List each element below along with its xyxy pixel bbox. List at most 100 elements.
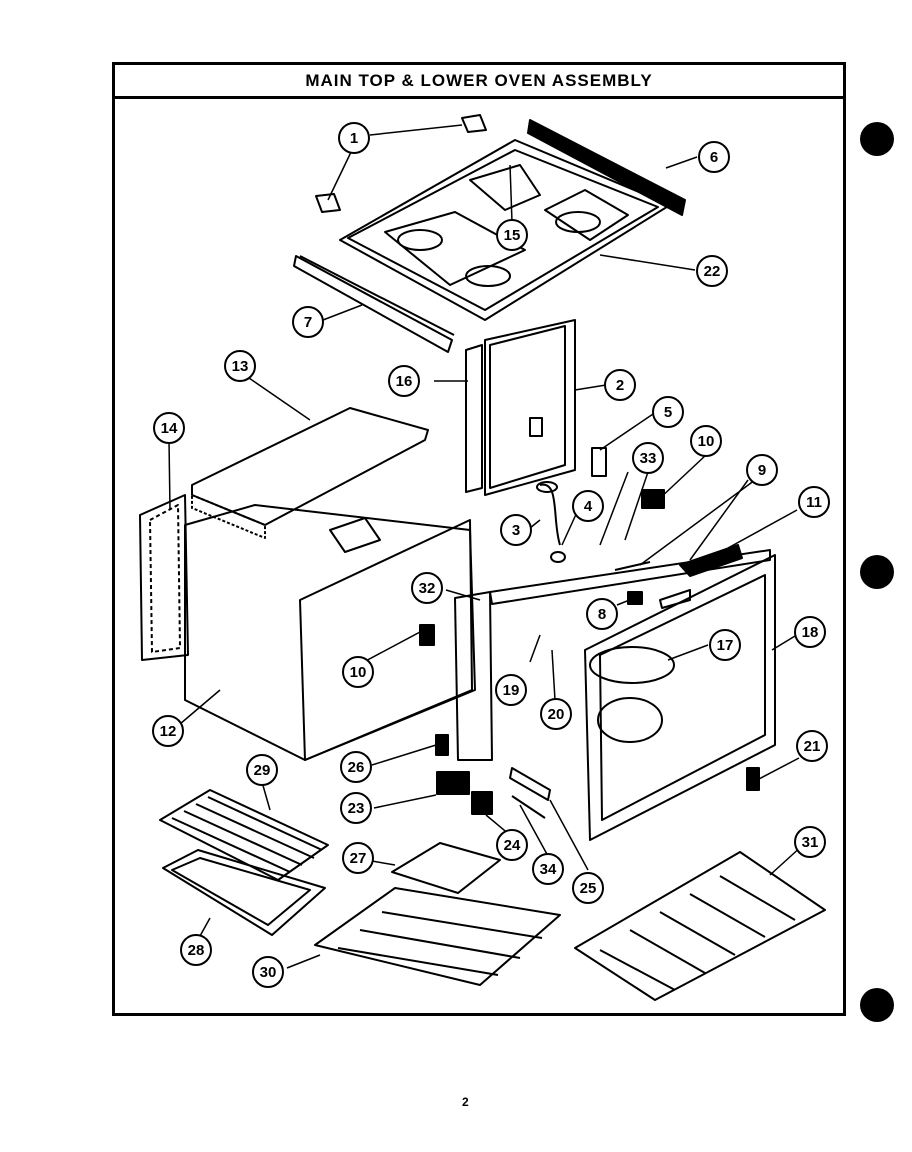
callout-19: 19 [495,674,527,706]
callout-label: 25 [580,880,597,897]
callout-circle [224,350,256,382]
callout-9: 9 [746,454,778,486]
callout-label: 9 [758,462,766,479]
callout-label: 22 [704,263,721,280]
callout-24: 24 [496,829,528,861]
callout-circle [496,219,528,251]
broil-pan-part [162,849,326,936]
callout-circle [388,365,420,397]
callout-circle [798,486,830,518]
oven-bottom-part [391,842,501,894]
side-wall-part [454,549,771,761]
punch-hole-bottom [860,988,894,1022]
callout-28: 28 [180,934,212,966]
callout-14: 14 [153,412,185,444]
callout-2: 2 [604,369,636,401]
callout-8: 8 [586,598,618,630]
callout-circle [540,698,572,730]
callout-label: 2 [616,377,624,394]
callout-20: 20 [540,698,572,730]
callout-label: 20 [548,706,565,723]
callout-4: 4 [572,490,604,522]
callout-label: 5 [664,404,672,421]
callout-label: 11 [806,494,822,511]
callout-1: 1 [338,122,370,154]
callout-26: 26 [340,751,372,783]
callout-10: 10 [690,425,722,457]
callout-15: 15 [496,219,528,251]
callout-label: 12 [160,723,177,740]
callout-17: 17 [709,629,741,661]
callout-label: 18 [802,624,819,641]
callout-circle [572,490,604,522]
oven-rack-part-2 [574,851,826,1001]
callout-6: 6 [698,141,730,173]
callout-circle [709,629,741,661]
callout-label: 26 [348,759,365,776]
callout-circle [794,616,826,648]
title-bar: MAIN TOP & LOWER OVEN ASSEMBLY [115,65,843,99]
callout-label: 10 [698,433,715,450]
callout-5: 5 [652,396,684,428]
rear-insulation-part [139,494,189,661]
oven-rack-part [314,887,561,986]
callout-label: 7 [304,314,312,331]
callout-circle [292,306,324,338]
callout-label: 10 [350,664,367,681]
callout-circle [411,572,443,604]
callout-3: 3 [500,514,532,546]
callout-label: 16 [396,373,413,390]
callout-18: 18 [794,616,826,648]
callout-32: 32 [411,572,443,604]
callout-label: 15 [504,227,521,244]
callout-circle [746,454,778,486]
callout-label: 28 [188,942,205,959]
callout-layer: 1234567891010111213141516171819202122232… [152,122,830,988]
callout-circle [690,425,722,457]
leader-lines [168,124,804,969]
callout-circle [794,826,826,858]
callout-13: 13 [224,350,256,382]
callout-circle [604,369,636,401]
callout-label: 31 [802,834,819,851]
callout-circle [586,598,618,630]
callout-circle [152,715,184,747]
callout-label: 34 [540,861,557,878]
callout-circle [532,853,564,885]
callout-label: 27 [350,850,367,867]
callout-16: 16 [388,365,420,397]
callout-label: 23 [348,800,365,817]
top-insulation-part [191,407,429,539]
callout-circle [496,829,528,861]
callout-7: 7 [292,306,324,338]
callout-label: 1 [350,130,358,147]
page-number: 2 [462,1095,469,1109]
callout-circle [500,514,532,546]
callout-label: 32 [419,580,436,597]
callout-circle [246,754,278,786]
punch-hole-middle [860,555,894,589]
callout-label: 8 [598,606,606,623]
callout-label: 30 [260,964,277,981]
callout-34: 34 [532,853,564,885]
front-frame-part [584,554,776,841]
callout-circle [652,396,684,428]
callout-circle [796,730,828,762]
callout-33: 33 [632,442,664,474]
bracket-set-part [419,489,760,815]
callout-10: 10 [342,656,374,688]
callout-label: 19 [503,682,520,699]
callout-label: 21 [804,738,821,755]
callout-12: 12 [152,715,184,747]
callout-label: 13 [232,358,249,375]
callout-22: 22 [696,255,728,287]
callout-label: 29 [254,762,271,779]
callout-29: 29 [246,754,278,786]
front-trim-part [293,255,455,353]
callout-27: 27 [342,842,374,874]
oven-liner-part [184,504,476,761]
callout-label: 24 [504,837,521,854]
callout-circle [153,412,185,444]
callout-circle [495,674,527,706]
callout-circle [340,751,372,783]
